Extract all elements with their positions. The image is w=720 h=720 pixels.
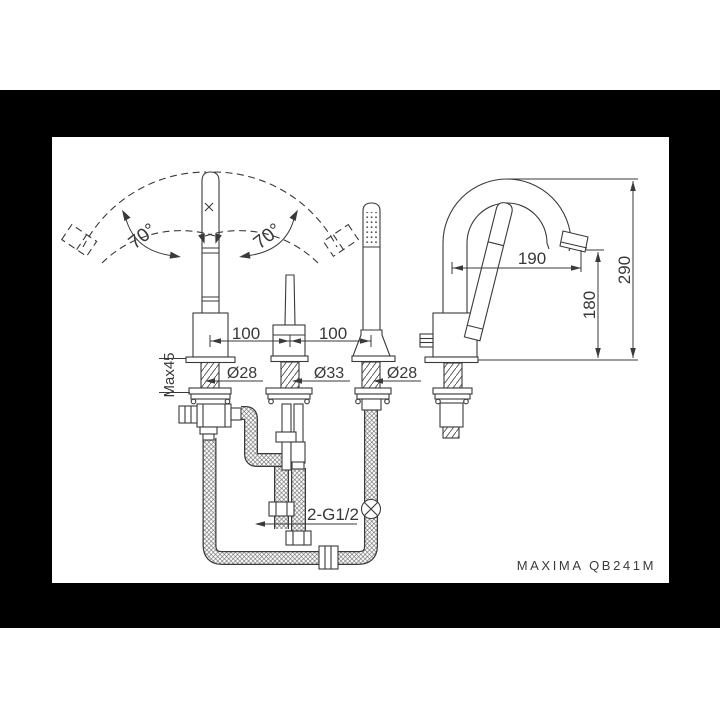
deck-thickness-label: Max45 — [161, 352, 178, 397]
spacing-right-label: 100 — [319, 324, 347, 343]
side-handshower — [463, 202, 513, 342]
hose-coupling — [318, 545, 339, 570]
spout-diameter-label: Ø28 — [227, 365, 257, 382]
connection-label: 2-G1/2 — [307, 505, 359, 524]
total-height-label: 290 — [615, 256, 634, 284]
faucet-technical-drawing: 70° 70° — [60, 171, 638, 570]
spout-diverter-valve — [178, 403, 242, 441]
rotated-spout-tip-left — [60, 223, 98, 258]
reach-label: 190 — [518, 249, 546, 268]
rotation-angle-left-label: 70° — [125, 220, 161, 254]
valve-diameter-label: Ø33 — [314, 365, 344, 382]
brand-model-label: MAXIMA QB241M — [516, 558, 656, 573]
rotated-spout-tip-right — [322, 223, 360, 258]
side-view — [419, 178, 638, 439]
holder-diameter-label: Ø28 — [387, 365, 417, 382]
outlet-height-label: 180 — [580, 291, 599, 319]
dimensions: 100 100 Ø28 Ø33 Ø28 Max45 2-G1/2 — [159, 178, 638, 527]
rotation-angle-right-label: 70° — [250, 220, 286, 254]
technical-drawing-panel: 70° 70° — [52, 137, 669, 583]
spacing-left-label: 100 — [232, 324, 260, 343]
